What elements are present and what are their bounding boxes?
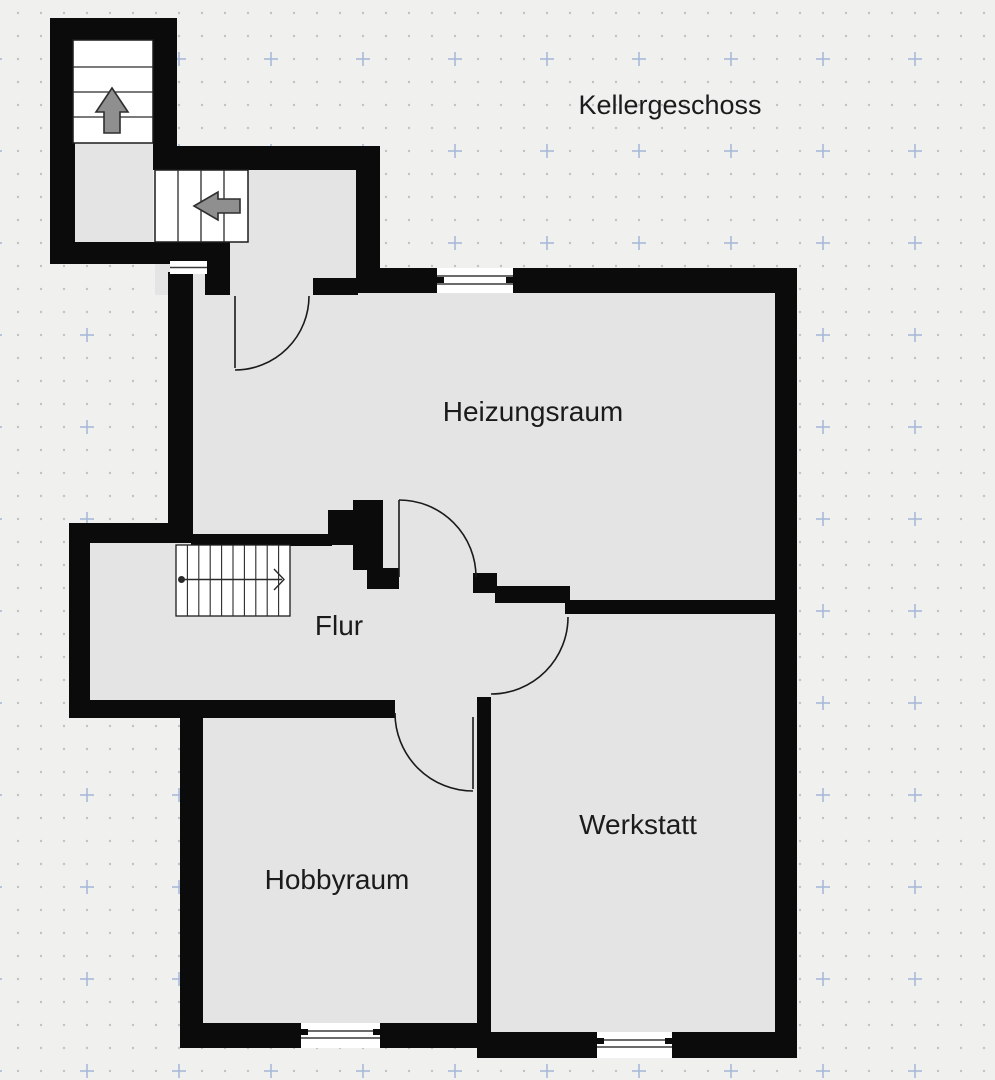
- wall-segment: [50, 18, 75, 264]
- room-label-werkstatt: Werkstatt: [579, 809, 697, 840]
- wall-segment: [353, 500, 383, 570]
- floor-werkstatt-left: [491, 600, 570, 1032]
- entry-stair-upper: [72, 39, 154, 144]
- wall-segment: [168, 272, 193, 543]
- wall-segment: [356, 268, 437, 293]
- wall-segment: [69, 523, 90, 718]
- walls: [50, 18, 797, 1058]
- flur-stair: [175, 544, 291, 617]
- windows: [170, 261, 672, 1058]
- wall-segment: [495, 586, 570, 603]
- left-arrow-icon: [192, 190, 241, 222]
- wall-segment: [205, 242, 230, 295]
- entry-stair-lower: [154, 169, 249, 243]
- wall-segment: [356, 146, 380, 290]
- wall-segment: [477, 1032, 597, 1058]
- wall-segment: [473, 573, 497, 593]
- wall-segment: [380, 1023, 491, 1048]
- stair-run-start-dot: [178, 576, 185, 583]
- wall-segment: [153, 18, 177, 148]
- wall-segment: [50, 18, 177, 40]
- room-label-hobbyraum: Hobbyraum: [265, 864, 410, 895]
- right-arrow-icon: [273, 568, 285, 591]
- up-arrow-icon: [94, 86, 130, 134]
- wall-segment: [477, 697, 491, 1032]
- wall-segment: [513, 268, 797, 293]
- wall-segment: [69, 700, 395, 718]
- wall-segment: [69, 523, 182, 543]
- floor-werkstatt: [565, 612, 775, 1032]
- wall-segment: [775, 268, 797, 1058]
- floor-flur: [90, 543, 497, 700]
- wall-segment: [180, 1023, 301, 1048]
- door-flur-to-heizungsraum: [398, 499, 477, 578]
- door-entry-to-heizungsraum: [234, 295, 310, 371]
- floor-hobbyraum: [203, 700, 477, 1023]
- wall-segment: [367, 568, 399, 589]
- window-hobbyraum: [301, 1023, 380, 1048]
- doors: [234, 295, 569, 792]
- window-small-entry: [170, 261, 207, 274]
- wall-segment: [328, 510, 355, 545]
- wall-segment: [50, 242, 228, 264]
- door-flur-to-werkstatt: [490, 616, 569, 695]
- wall-segment: [672, 1032, 797, 1058]
- window-heizungsraum: [437, 268, 513, 293]
- room-label-heizungsraum: Heizungsraum: [443, 396, 624, 427]
- page-title: Kellergeschoss: [578, 90, 761, 120]
- room-label-flur: Flur: [315, 610, 363, 641]
- wall-segment: [191, 534, 332, 546]
- wall-segment: [180, 718, 203, 1048]
- window-werkstatt: [597, 1032, 672, 1058]
- wall-segment: [153, 146, 380, 170]
- wall-segment: [565, 600, 797, 614]
- wall-segment: [313, 278, 358, 295]
- door-flur-to-hobbyraum: [394, 712, 474, 792]
